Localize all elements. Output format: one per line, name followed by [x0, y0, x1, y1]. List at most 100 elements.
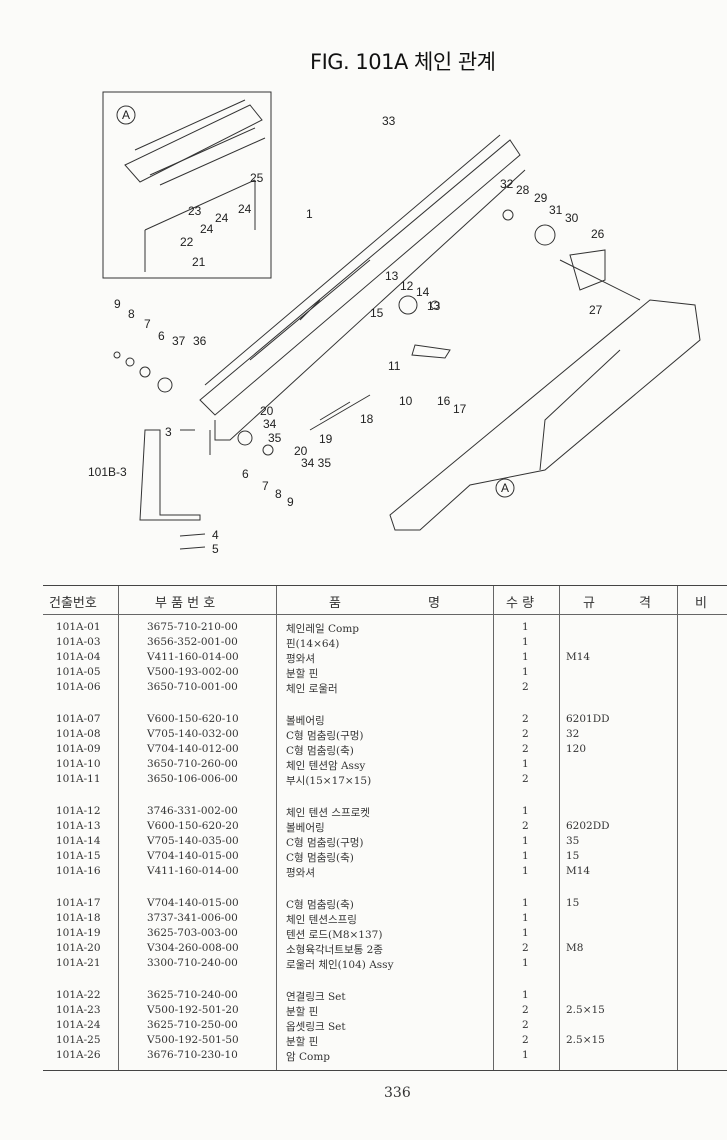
cell-item-no: 101A-25 — [56, 1034, 101, 1046]
cell-part-no: V705-140-032-00 — [147, 728, 239, 740]
detail-a-marker — [116, 105, 136, 125]
cell-name: 체인 텐션암 Assy — [286, 760, 366, 772]
cell-part-no: 3625-710-250-00 — [147, 1019, 238, 1031]
header-item-no: 건출번호 — [49, 596, 97, 611]
cell-name: 부시(15×17×15) — [286, 775, 372, 787]
cell-item-no: 101A-17 — [56, 897, 101, 909]
cell-qty: 2 — [522, 681, 529, 693]
callout-25: 25 — [250, 171, 264, 185]
callout-101b-3: 101B-3 — [88, 465, 127, 479]
callout-10: 10 — [399, 394, 413, 408]
cell-name: 체인 텐션스프링 — [286, 914, 357, 926]
callout-30: 30 — [565, 211, 579, 225]
cell-name: 옵셋링크 Set — [286, 1021, 346, 1033]
callout-17: 17 — [453, 402, 467, 416]
callout-24: 24 — [215, 211, 229, 225]
cell-name: C형 멈춤링(축) — [286, 852, 354, 864]
callout-29: 29 — [534, 191, 548, 205]
callout-26: 26 — [591, 227, 605, 241]
page-number: 336 — [384, 1085, 411, 1101]
callout-14: 14 — [416, 285, 430, 299]
cell-item-no: 101A-13 — [56, 820, 101, 832]
detail-a-label: A — [122, 108, 130, 122]
cell-qty: 1 — [522, 850, 529, 862]
cell-name: 분할 핀 — [286, 1006, 319, 1018]
callout-15: 15 — [370, 306, 384, 320]
cell-part-no: 3300-710-240-00 — [147, 957, 238, 969]
cell-spec: 2.5×15 — [566, 1004, 605, 1016]
column-divider — [118, 586, 119, 1070]
cell-item-no: 101A-03 — [56, 636, 101, 648]
cell-qty: 2 — [522, 820, 529, 832]
cell-item-no: 101A-14 — [56, 835, 101, 847]
callout-28: 28 — [516, 183, 530, 197]
cell-item-no: 101A-04 — [56, 651, 101, 663]
callout-3: 3 — [165, 425, 172, 439]
cell-name: 체인 로울러 — [286, 683, 338, 695]
callout-13b: 13 — [427, 299, 441, 313]
cell-name: C형 멈춤링(구멍) — [286, 837, 364, 849]
callout-23: 23 — [188, 204, 202, 218]
callout-27: 27 — [589, 303, 603, 317]
cell-item-no: 101A-23 — [56, 1004, 101, 1016]
cell-name: C형 멈춤링(구멍) — [286, 730, 364, 742]
figure-title: FIG. 101A 체인 관계 — [310, 50, 496, 74]
cell-name: 로울러 체인(104) Assy — [286, 959, 394, 971]
chain-rail-drawing — [199, 134, 526, 441]
cell-qty: 2 — [522, 728, 529, 740]
cell-name: 볼베어링 — [286, 715, 325, 727]
cell-part-no: 3650-710-001-00 — [147, 681, 238, 693]
cell-spec: 6202DD — [566, 820, 610, 832]
group-spacer — [43, 788, 727, 805]
cell-qty: 2 — [522, 1034, 529, 1046]
cell-qty: 1 — [522, 989, 529, 1001]
cell-part-no: V600-150-620-10 — [147, 713, 239, 725]
group-spacer — [43, 972, 727, 989]
detail-a-label-2: A — [501, 481, 509, 495]
cell-qty: 2 — [522, 1019, 529, 1031]
cell-part-no: V704-140-015-00 — [147, 850, 239, 862]
cell-part-no: V500-192-501-20 — [147, 1004, 239, 1016]
group-spacer — [43, 696, 727, 713]
cell-spec: M8 — [566, 942, 584, 954]
cell-name: 소형육각너트보통 2종 — [286, 944, 383, 956]
cell-part-no: 3650-710-260-00 — [147, 758, 238, 770]
header-part-no: 부 품 번 호 — [155, 596, 216, 611]
header-qty: 수 량 — [506, 596, 535, 611]
callout-18: 18 — [360, 412, 374, 426]
cell-part-no: 3650-106-006-00 — [147, 773, 238, 785]
column-divider — [276, 586, 277, 1070]
cell-part-no: 3625-703-003-00 — [147, 927, 238, 939]
cell-qty: 2 — [522, 1004, 529, 1016]
cell-name: 핀(14×64) — [286, 638, 340, 650]
cell-part-no: V411-160-014-00 — [147, 651, 239, 663]
cell-item-no: 101A-18 — [56, 912, 101, 924]
header-remark: 비 — [695, 596, 707, 611]
cell-qty: 1 — [522, 957, 529, 969]
callout-24c: 24 — [200, 222, 214, 236]
cell-item-no: 101A-08 — [56, 728, 101, 740]
cell-part-no: 3656-352-001-00 — [147, 636, 238, 648]
callout-32: 32 — [500, 177, 514, 191]
cell-item-no: 101A-07 — [56, 713, 101, 725]
cell-qty: 1 — [522, 865, 529, 877]
callout-20: 20 — [260, 404, 274, 418]
cell-name: 분할 핀 — [286, 668, 319, 680]
callout-31: 31 — [549, 203, 563, 217]
cell-qty: 1 — [522, 636, 529, 648]
cell-qty: 2 — [522, 743, 529, 755]
cell-item-no: 101A-22 — [56, 989, 101, 1001]
cell-name: 암 Comp — [286, 1051, 331, 1063]
cell-part-no: 3676-710-230-10 — [147, 1049, 238, 1061]
cell-spec: M14 — [566, 651, 591, 663]
callout-13: 13 — [385, 269, 399, 283]
cell-qty: 1 — [522, 835, 529, 847]
exploded-parts-diagram: A A 33 32 28 29 31 30 26 27 13 12 14 13 … — [88, 91, 701, 556]
callout-34-35: 34 35 — [301, 456, 331, 470]
